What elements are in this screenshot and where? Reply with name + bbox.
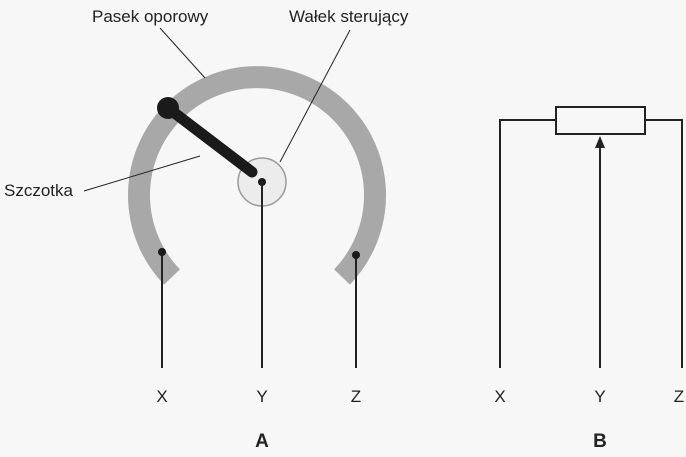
wiper-arrow-head [595,136,605,148]
panel-b-label: B [593,431,607,452]
schematic-terminal-x-label: X [494,387,505,406]
terminal-x-dot [158,248,166,256]
diagram-b: X Y Z B [494,106,684,452]
wiper-label: Szczotka [4,181,74,200]
control-shaft-label: Wałek sterujący [289,7,409,26]
control-shaft-leader [279,29,351,163]
terminal-z-dot [352,251,360,259]
resistive-strip-leader [159,27,206,79]
wiper-leader [83,155,201,192]
schematic-terminal-y-label: Y [594,387,605,406]
wiper-arm [162,102,258,178]
schematic-terminal-z-label: Z [674,387,684,406]
wiper-contact [157,97,179,119]
terminal-z-label: Z [351,387,361,406]
resistor-symbol [555,106,646,135]
diagram-a: Pasek oporowy Wałek sterujący Szczotka X… [4,7,409,452]
schematic-left-lead [499,119,556,368]
terminal-y-label: Y [256,387,267,406]
schematic-right-lead [645,119,683,368]
resistive-strip-label: Pasek oporowy [92,7,209,26]
terminal-x-label: X [156,387,167,406]
resistive-strip-arc [128,66,386,285]
panel-a-label: A [255,431,269,452]
